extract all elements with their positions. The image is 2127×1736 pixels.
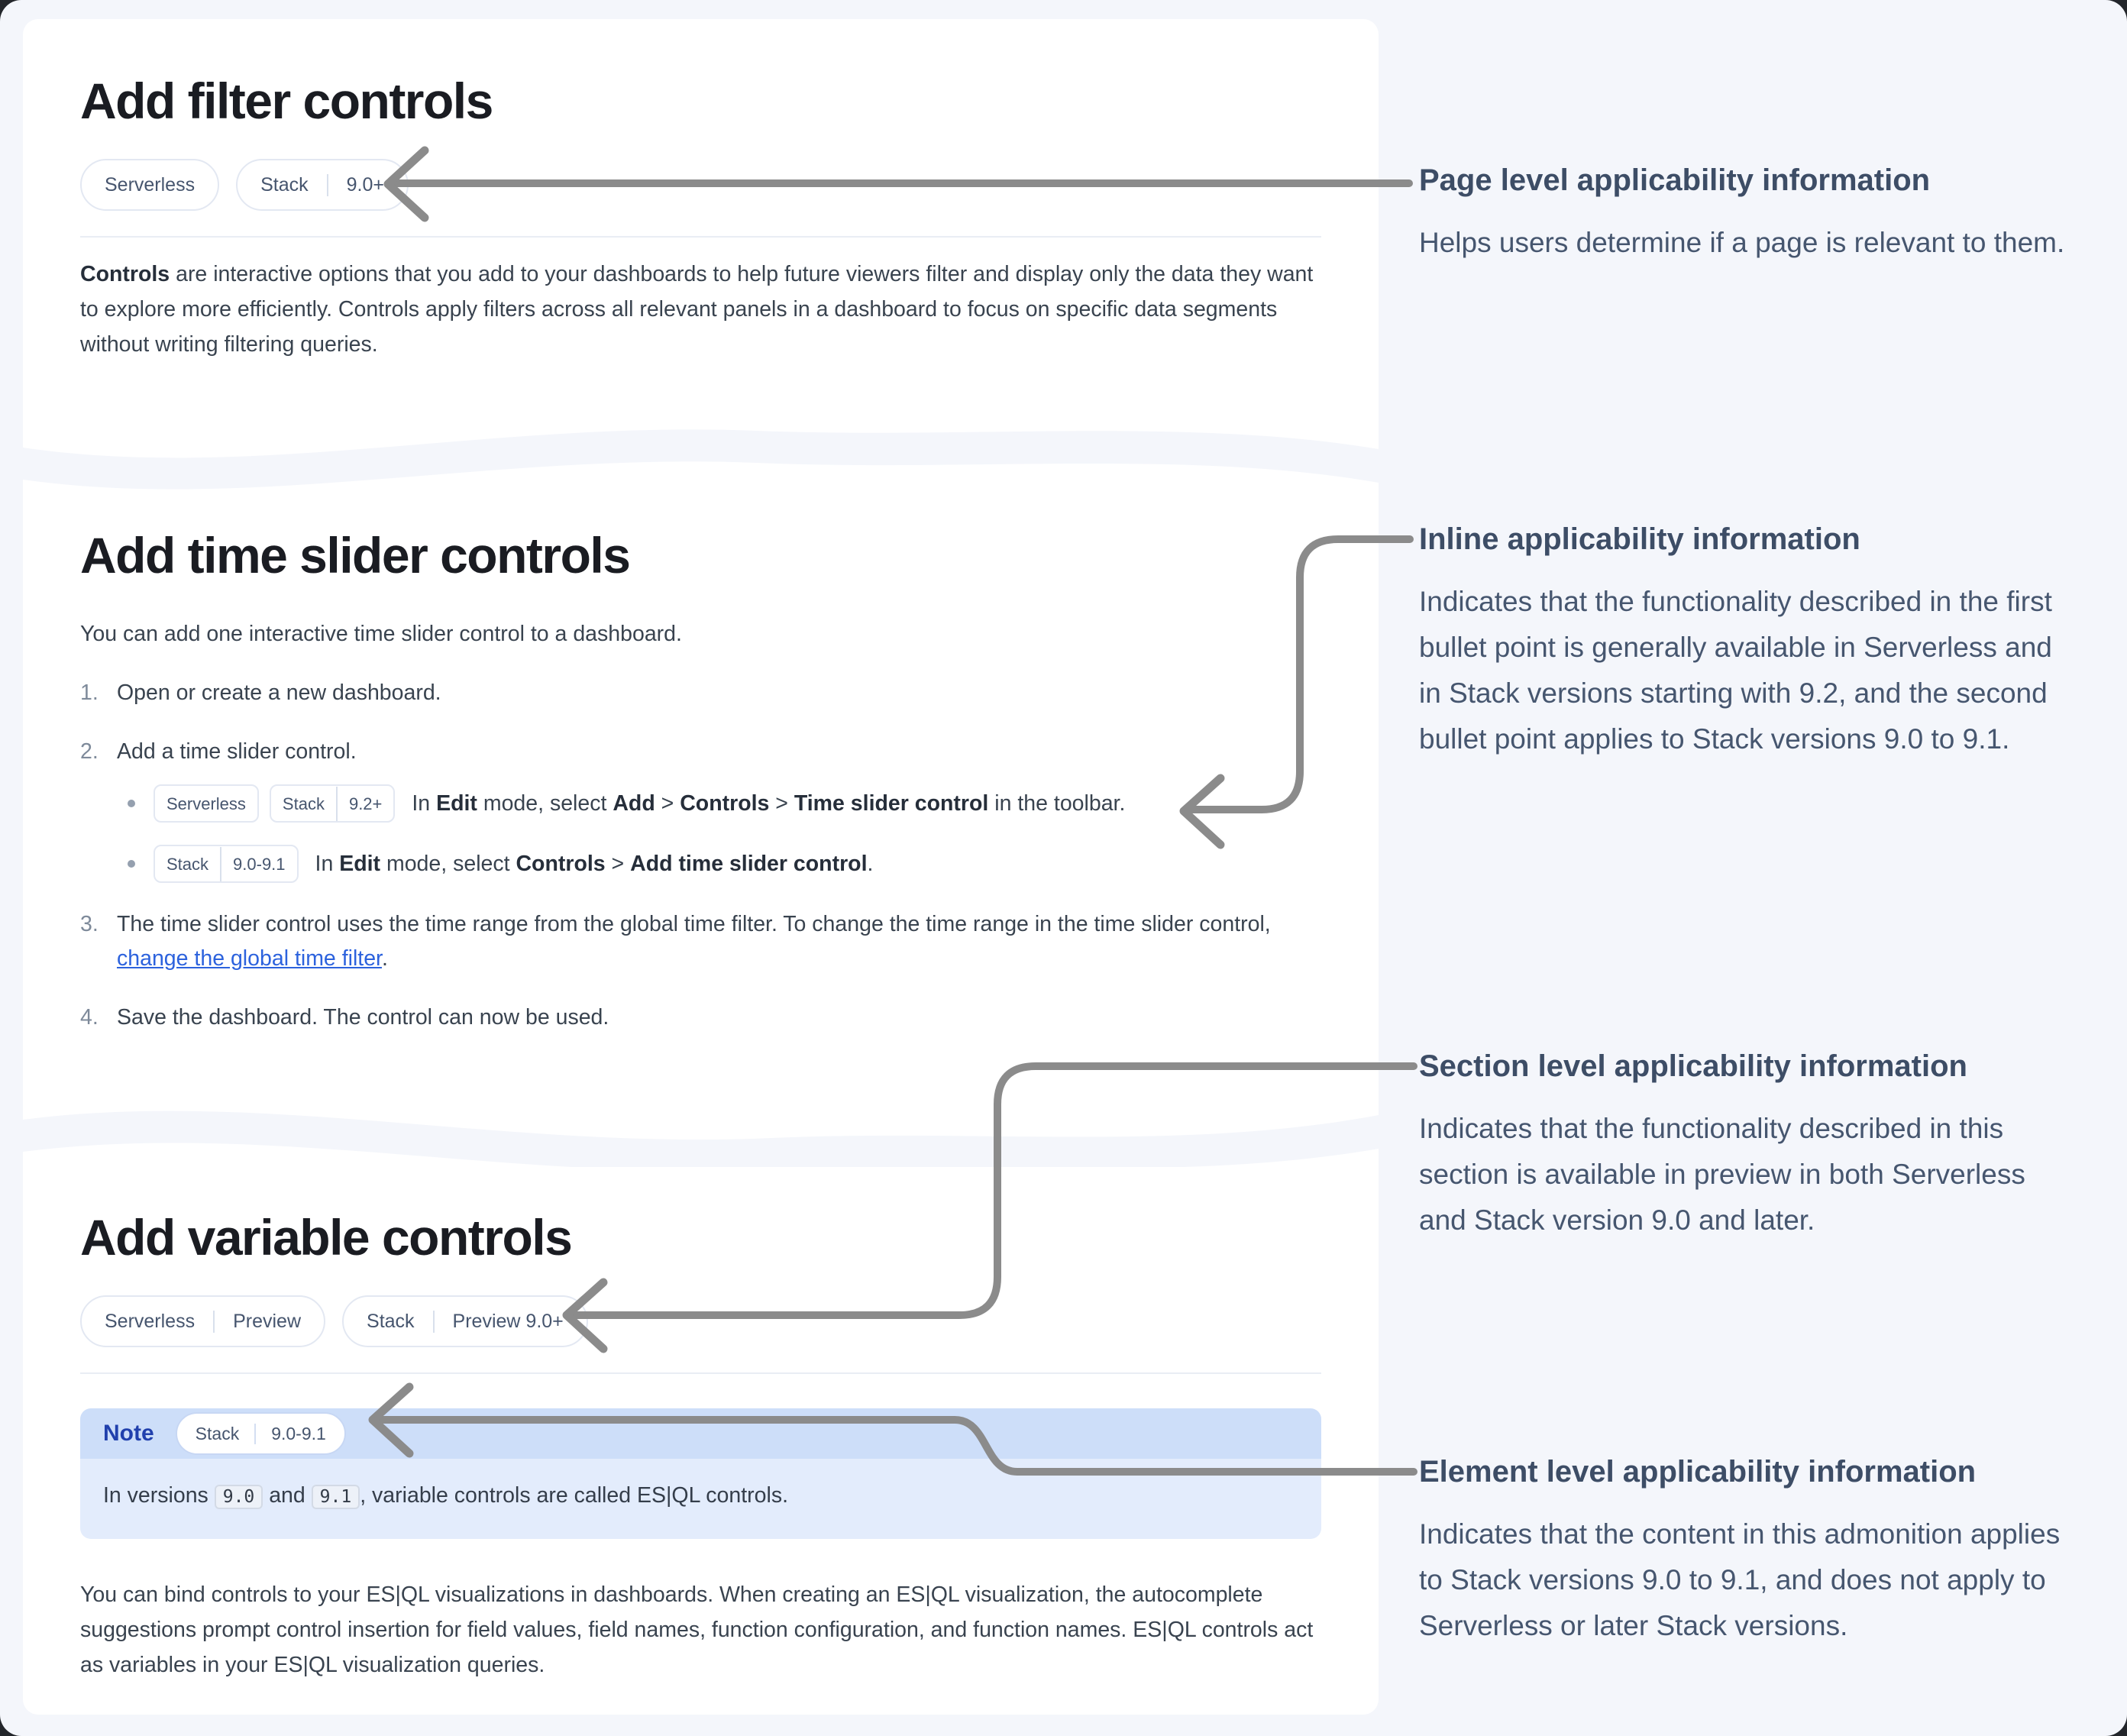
badge-segment: Serverless bbox=[105, 173, 196, 196]
section-add-variable-controls: Add variable controls Serverless Preview… bbox=[23, 1136, 1379, 1705]
bold-text: Controls bbox=[80, 262, 170, 286]
badge-segment: Stack bbox=[166, 854, 209, 874]
inline-applicability-badge-stack: Stack 9.2+ bbox=[269, 784, 396, 823]
intro-paragraph: Controls are interactive options that yo… bbox=[80, 257, 1321, 362]
bullet-text: In Edit mode, select Add > Controls > Ti… bbox=[412, 790, 1126, 816]
inline-applicability-badge-stack: Stack 9.0-9.1 bbox=[154, 845, 299, 883]
section-title: Add time slider controls bbox=[80, 527, 631, 584]
applicability-badge-stack: Stack 9.0+ bbox=[236, 159, 409, 211]
annotation-element-level: Element level applicability information … bbox=[1419, 1453, 2080, 1649]
bullet-item: Stack 9.0-9.1 In Edit mode, select Contr… bbox=[117, 845, 1308, 883]
bullet-dot bbox=[128, 800, 135, 807]
applicability-badge-serverless: Serverless bbox=[80, 159, 220, 211]
step-number: 2. bbox=[80, 739, 99, 764]
version-code-chip: 9.1 bbox=[311, 1485, 360, 1509]
note-applicability-badge: Stack 9.0-9.1 bbox=[175, 1412, 346, 1455]
badge-segment: Preview bbox=[213, 1310, 301, 1333]
badge-segment: 9.0-9.1 bbox=[254, 1423, 326, 1444]
note-label: Note bbox=[103, 1421, 154, 1446]
applicability-badge-stack-preview: Stack Preview 9.0+ bbox=[342, 1295, 588, 1347]
section-add-filter-controls: Add filter controls Serverless Stack 9.0… bbox=[23, 19, 1379, 384]
bullet-dot bbox=[128, 860, 135, 868]
divider bbox=[80, 236, 1321, 238]
annotation-page-level: Page level applicability information Hel… bbox=[1419, 162, 2080, 266]
badge-segment: Stack bbox=[260, 173, 309, 196]
ordered-step-4: 4. Save the dashboard. The control can n… bbox=[80, 1001, 1321, 1035]
note-header: Note Stack 9.0-9.1 bbox=[80, 1408, 1321, 1459]
section-title: Add variable controls bbox=[80, 1209, 573, 1266]
badge-segment: Stack bbox=[367, 1310, 415, 1332]
version-code-chip: 9.0 bbox=[214, 1485, 263, 1509]
body-paragraph: You can bind controls to your ES|QL visu… bbox=[80, 1582, 1314, 1677]
applicability-badge-serverless-preview: Serverless Preview bbox=[80, 1295, 326, 1347]
paragraph-text: are interactive options that you add to … bbox=[80, 262, 1314, 357]
divider bbox=[80, 1372, 1321, 1374]
annotation-heading: Section level applicability information bbox=[1419, 1049, 1967, 1083]
step-text: The time slider control uses the time ra… bbox=[117, 912, 1271, 971]
step-text: Open or create a new dashboard. bbox=[117, 680, 441, 705]
ordered-step-1: 1. Open or create a new dashboard. bbox=[80, 676, 1321, 710]
bullet-item: Serverless Stack 9.2+ In Edit mode, sele… bbox=[117, 784, 1308, 823]
ordered-step-3: 3. The time slider control uses the time… bbox=[80, 907, 1321, 976]
ordered-step-2: 2. Add a time slider control. Serverless… bbox=[80, 735, 1321, 883]
step-number: 4. bbox=[80, 1005, 99, 1030]
step-text: Save the dashboard. The control can now … bbox=[117, 1005, 609, 1030]
section-intro: You can add one interactive time slider … bbox=[80, 622, 682, 646]
annotation-heading: Element level applicability information bbox=[1419, 1455, 1977, 1489]
badge-segment: 9.0+ bbox=[326, 173, 384, 196]
annotation-section-level: Section level applicability information … bbox=[1419, 1048, 2080, 1243]
section-title: Add filter controls bbox=[80, 73, 493, 129]
global-time-filter-link[interactable]: change the global time filter bbox=[117, 946, 382, 971]
step-text: Add a time slider control. bbox=[117, 739, 357, 764]
inline-applicability-badge-serverless: Serverless bbox=[154, 784, 259, 823]
badge-segment: Serverless bbox=[166, 794, 246, 813]
section-add-time-slider-controls: Add time slider controls You can add one… bbox=[23, 441, 1379, 1035]
note-body: In versions 9.0 and 9.1, variable contro… bbox=[80, 1459, 1321, 1539]
nested-bullet-list: Serverless Stack 9.2+ In Edit mode, sele… bbox=[117, 784, 1308, 883]
step-number: 1. bbox=[80, 680, 99, 705]
badge-segment: Serverless bbox=[105, 1310, 196, 1332]
annotation-heading: Inline applicability information bbox=[1419, 522, 1860, 556]
annotation-inline-level: Inline applicability information Indicat… bbox=[1419, 521, 2080, 762]
annotation-body: Indicates that the functionality describ… bbox=[1419, 1113, 2025, 1236]
bullet-text: In Edit mode, select Controls > Add time… bbox=[315, 851, 874, 876]
annotation-body: Indicates that the content in this admon… bbox=[1419, 1518, 2061, 1641]
badge-segment: 9.0-9.1 bbox=[220, 846, 286, 881]
annotation-heading: Page level applicability information bbox=[1419, 163, 1931, 197]
badge-segment: Stack bbox=[282, 794, 325, 813]
step-number: 3. bbox=[80, 912, 99, 936]
page-applicability-badges: Serverless Stack 9.0+ bbox=[80, 159, 1321, 211]
section-applicability-badges: Serverless Preview Stack Preview 9.0+ bbox=[80, 1295, 1321, 1347]
annotation-body: Helps users determine if a page is relev… bbox=[1419, 227, 2065, 258]
badge-segment: Stack bbox=[195, 1423, 240, 1443]
note-admonition: Note Stack 9.0-9.1 In versions 9.0 and 9… bbox=[80, 1408, 1321, 1539]
badge-segment: Preview 9.0+ bbox=[432, 1310, 564, 1333]
annotation-body: Indicates that the functionality describ… bbox=[1419, 586, 2052, 755]
badge-segment: 9.2+ bbox=[335, 786, 382, 821]
